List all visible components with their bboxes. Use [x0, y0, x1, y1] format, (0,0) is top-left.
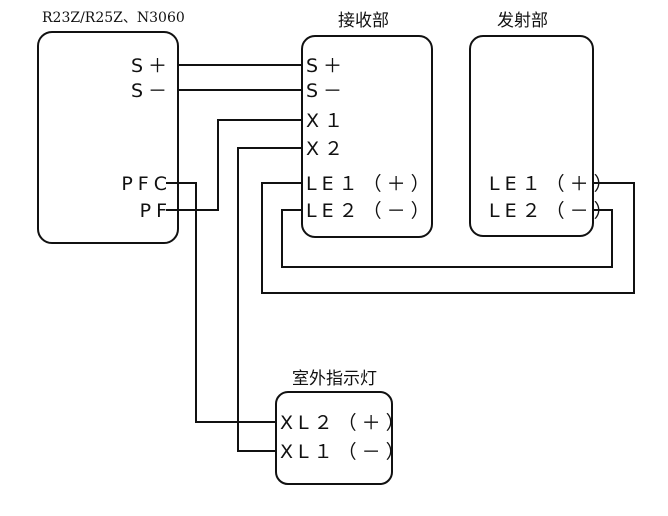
wire-x2-xl1	[237, 147, 302, 452]
transmitter-pin-le1: LE１（＋）	[489, 173, 618, 195]
wire-pf-xl1	[166, 119, 302, 211]
transmitter-title: 发射部	[497, 11, 548, 31]
indicator-pin-xl2: XL２（＋）	[280, 412, 410, 434]
transmitter-pin-le2: LE２（－）	[489, 200, 618, 222]
controller-pin-pf: PF	[140, 200, 172, 222]
indicator-box	[275, 391, 393, 485]
indicator-pin-xl1: XL１（－）	[280, 441, 410, 463]
controller-pin-s-plus: S＋	[131, 55, 172, 77]
receiver-pin-s-minus: S－	[306, 80, 347, 102]
controller-pin-pfc: PFC	[121, 173, 172, 195]
controller-model-label: R23Z/R25Z、N3060	[42, 10, 185, 26]
receiver-pin-x2: X２	[306, 138, 348, 160]
receiver-box	[301, 35, 433, 238]
receiver-title: 接收部	[338, 11, 389, 31]
receiver-pin-le2: LE２（－）	[306, 200, 435, 222]
receiver-pin-x1: X１	[306, 110, 348, 132]
receiver-pin-s-plus: S＋	[306, 55, 347, 77]
controller-box	[37, 31, 179, 244]
wire-pfc-xl2	[166, 182, 276, 423]
controller-pin-s-minus: S－	[131, 80, 172, 102]
indicator-title: 室外指示灯	[292, 369, 377, 389]
wires	[166, 64, 635, 452]
wire-le1-loop	[261, 182, 635, 294]
receiver-pin-le1: LE１（＋）	[306, 173, 435, 195]
wire-le2-loop	[281, 209, 613, 268]
transmitter-box	[469, 35, 594, 237]
